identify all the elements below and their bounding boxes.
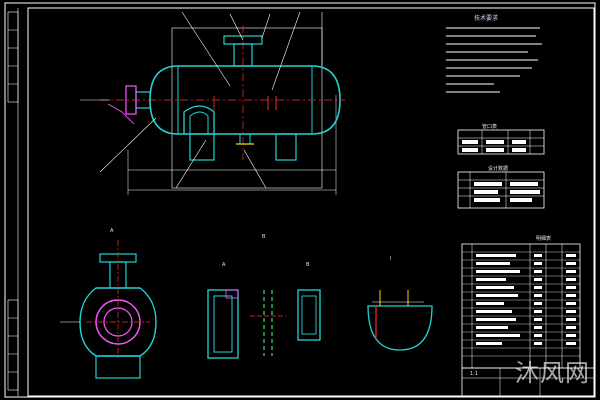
inlet-flange — [125, 85, 137, 115]
leader-7 — [243, 149, 267, 189]
top-nozzle-flange — [223, 35, 263, 45]
notes-heading: 技术要求 — [474, 14, 498, 22]
scale-label: 1:1 — [470, 371, 478, 377]
end-view-a[interactable]: A — [60, 228, 157, 379]
view-a-mark: A — [222, 262, 226, 268]
left-saddle — [189, 133, 215, 161]
end-view-support — [95, 355, 141, 379]
manhole — [183, 105, 215, 134]
table2-title: 设计数据 — [488, 165, 508, 172]
dimension-frame — [171, 27, 323, 189]
leader-4 — [271, 11, 301, 91]
leader-3 — [261, 13, 271, 39]
nozzle-table[interactable]: 管口表 — [457, 123, 545, 155]
drain-nozzle — [239, 133, 251, 145]
section-b-left-part — [207, 289, 239, 359]
detail-i-view[interactable]: I — [367, 256, 433, 351]
parts-list-table[interactable]: 明细表 — [461, 235, 581, 369]
section-a-label: A — [110, 228, 114, 234]
vessel-main-view[interactable] — [80, 11, 345, 195]
technical-notes: 技术要求 — [446, 14, 542, 93]
view-b-mark: B — [306, 262, 310, 268]
watermark-logo: 沐风网 — [515, 359, 590, 387]
leader-8 — [99, 117, 157, 173]
table3-title: 明细表 — [536, 235, 551, 242]
title-block[interactable]: 1:1 — [461, 367, 595, 397]
leader-1 — [181, 11, 231, 87]
table1-title: 管口表 — [482, 123, 497, 130]
leader-6 — [175, 139, 207, 189]
right-saddle — [275, 133, 297, 161]
section-b-right-part — [297, 289, 321, 341]
section-b-title: B — [262, 234, 266, 240]
left-margin-table — [7, 11, 19, 391]
inner-frame — [27, 7, 595, 397]
leader-2 — [229, 13, 244, 41]
detail-circle — [367, 305, 433, 351]
inlet-leader — [107, 103, 135, 125]
outer-frame — [4, 2, 596, 398]
section-b-views[interactable]: B A B — [207, 234, 321, 359]
design-data-table[interactable]: 设计数据 — [457, 165, 545, 209]
detail-label: I — [390, 256, 391, 262]
